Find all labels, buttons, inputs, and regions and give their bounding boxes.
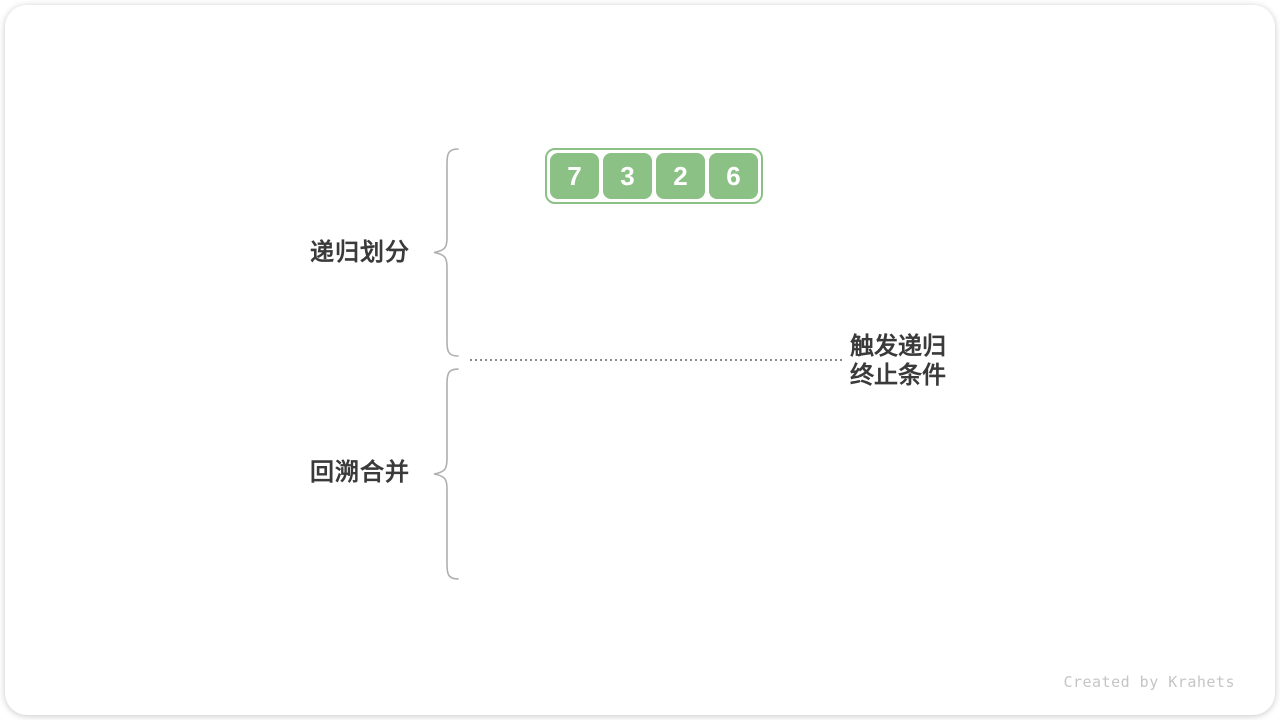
array-cell: 7 [550,153,599,199]
array-cell: 3 [603,153,652,199]
figure-card: 7 3 2 6 递归划分 回溯合并 触发递归 终止条件 Created [5,5,1275,715]
array-container: 7 3 2 6 [545,148,763,204]
watermark-credit: Created by Krahets [1063,673,1235,691]
phase-label-recursive-partition: 递归划分 [310,239,410,266]
termination-condition-line1: 触发递归 [850,333,946,360]
array-cell: 2 [656,153,705,199]
termination-dotted-line [470,359,842,361]
termination-condition-line2: 终止条件 [850,362,946,389]
array-cell: 6 [709,153,758,199]
recursive-partition-brace-icon [432,148,460,357]
backtrack-merge-brace-icon [432,368,460,580]
phase-label-backtrack-merge: 回溯合并 [310,459,410,486]
termination-condition-label: 触发递归 终止条件 [850,332,946,390]
